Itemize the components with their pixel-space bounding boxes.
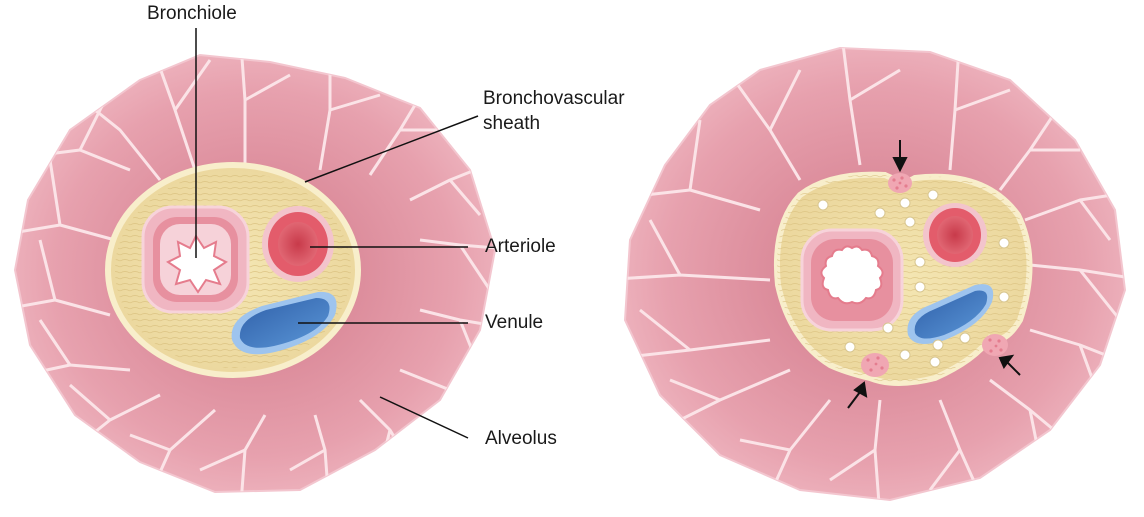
label-alveolus: Alveolus [485,428,557,450]
arteriole-left [262,206,334,282]
label-sheath-line1: Bronchovascular [483,88,625,110]
edematous-lung-section [600,20,1144,517]
arteriole-right [923,203,987,267]
leak-site-top [888,173,912,193]
leak-site-bottom-left [861,353,889,377]
label-venule: Venule [485,312,543,334]
leak-site-bottom-right [982,334,1008,356]
label-bronchovascular-sheath: Bronchovascular sheath [483,88,625,135]
label-arteriole: Arteriole [485,236,556,258]
label-sheath-line2: sheath [483,113,625,135]
bronchiole-right [802,230,902,330]
normal-lung-section [0,30,520,517]
label-bronchiole: Bronchiole [147,3,237,25]
